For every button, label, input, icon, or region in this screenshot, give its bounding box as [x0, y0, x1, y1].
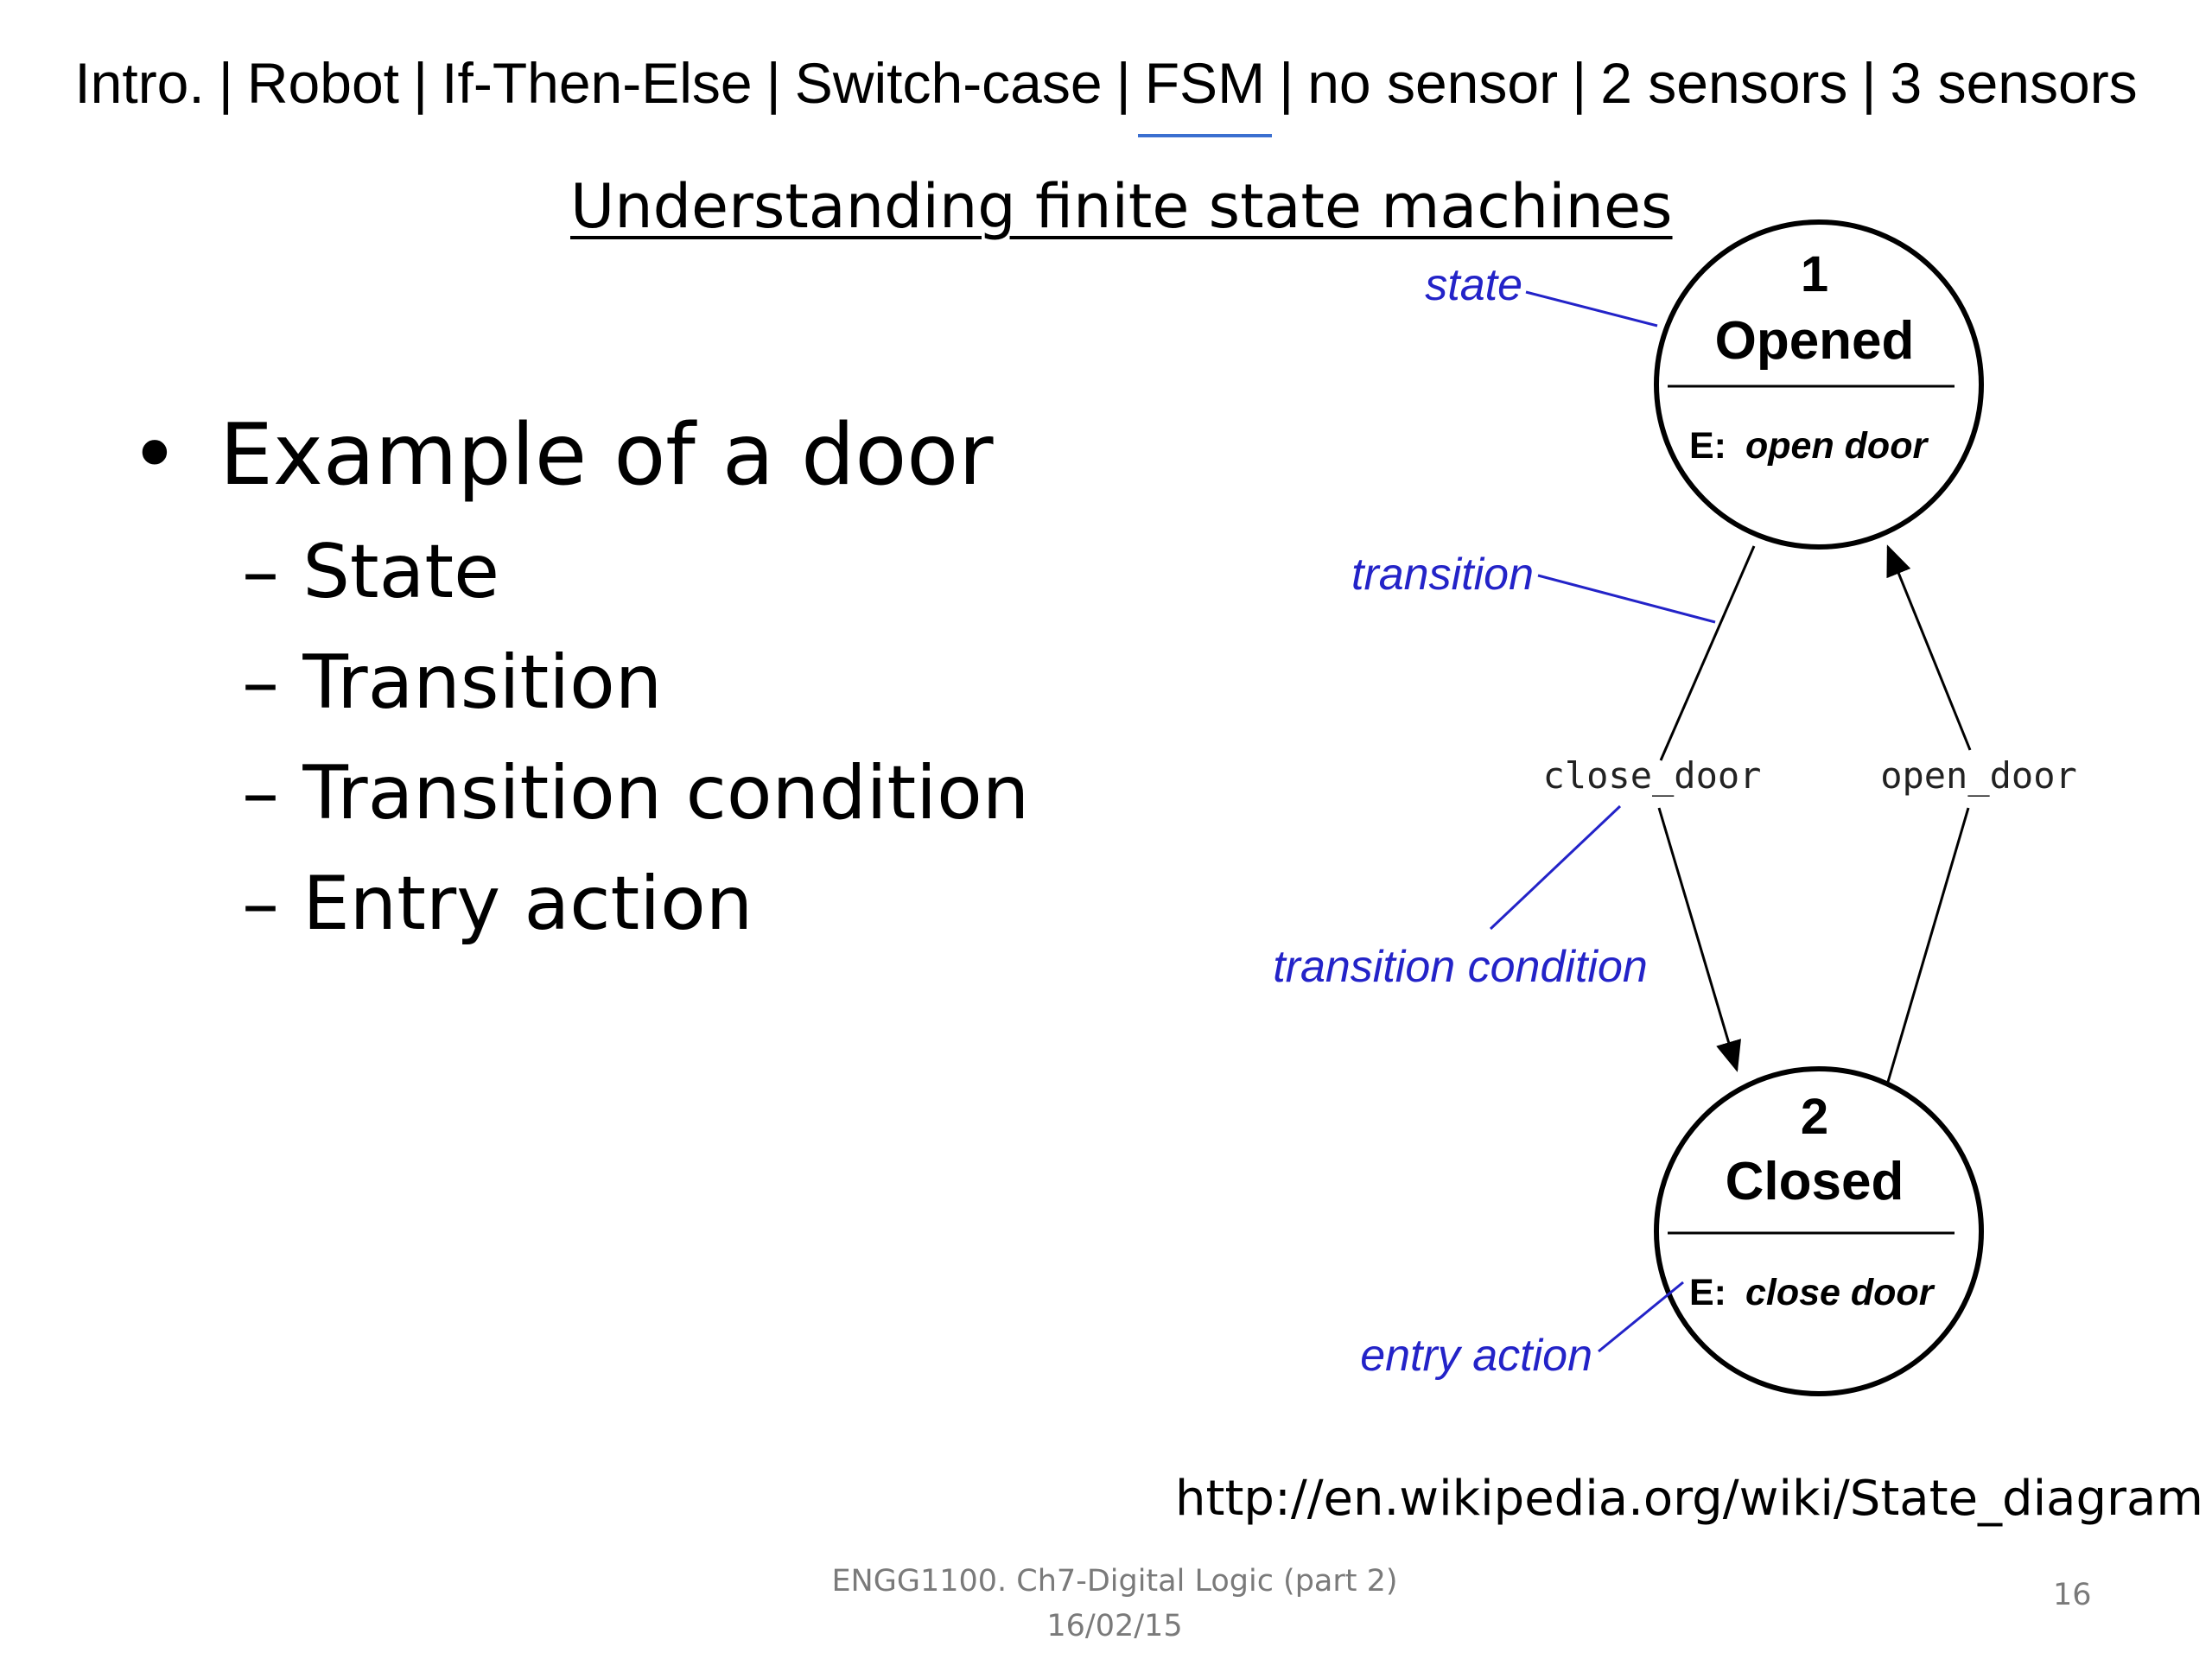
- sub-item-text: Transition: [302, 639, 663, 726]
- entry-action-text: open door: [1745, 425, 1929, 467]
- annotation-transition: transition: [1351, 550, 1716, 624]
- annotation-transition-condition: transition condition: [1273, 804, 1648, 992]
- transition-arrow: [1886, 544, 1972, 751]
- state-name: Opened: [1715, 311, 1915, 371]
- page-number: 16: [2053, 1578, 2092, 1612]
- slide-title: Understanding finite state machines: [570, 171, 1673, 242]
- nav-item-no-sensor[interactable]: no sensor: [1307, 51, 1559, 115]
- state-name: Closed: [1726, 1152, 1904, 1211]
- annotation-label: transition condition: [1273, 942, 1648, 992]
- state-number: 1: [1801, 246, 1828, 302]
- annotation-pointer: [1537, 574, 1716, 624]
- entry-prefix: E:: [1689, 1272, 1726, 1313]
- annotation-pointer: [1525, 290, 1658, 327]
- transition-condition-label: close_door: [1543, 754, 1762, 797]
- sub-item-entry-action: – Entry action: [242, 861, 753, 947]
- nav-separator: |: [1861, 51, 1877, 115]
- nav-item-robot[interactable]: Robot: [246, 51, 400, 115]
- sub-item-text: Entry action: [302, 861, 753, 947]
- entry-action-text: close door: [1745, 1272, 1936, 1313]
- entry-prefix: E:: [1689, 425, 1726, 467]
- nav-separator: |: [218, 51, 233, 115]
- footer: ENGG1100. Ch7-Digital Logic (part 2) 16/…: [0, 1559, 2212, 1649]
- nav-separator: |: [766, 51, 781, 115]
- transition-close-door: close_door: [1543, 545, 1762, 1072]
- sub-item-text: Transition condition: [302, 750, 1030, 836]
- annotation-pointer: [1598, 1281, 1684, 1353]
- sub-item-transition-condition: – Transition condition: [242, 750, 1030, 836]
- transition-open-door: open_door: [1880, 544, 2077, 1083]
- state-opened: 1 Opened E: open door: [1654, 219, 1984, 550]
- annotation-pointer: [1489, 804, 1622, 931]
- annotation-label: entry action: [1360, 1331, 1592, 1381]
- footer-date: 16/02/15: [1046, 1609, 1183, 1643]
- nav-item-2-sensors[interactable]: 2 sensors: [1600, 51, 1848, 115]
- annotation-entry-action: entry action: [1360, 1281, 1684, 1381]
- source-link[interactable]: http://en.wikipedia.org/wiki/State_diagr…: [1175, 1471, 2203, 1527]
- nav-separator: |: [1572, 51, 1587, 115]
- nav-separator: |: [413, 51, 429, 115]
- bullet-main-text: Example of a door: [219, 406, 994, 505]
- transition-line: [1886, 807, 1970, 1083]
- transition-line: [1659, 545, 1756, 761]
- transition-arrow: [1657, 807, 1741, 1072]
- bullet-main: • Example of a door: [130, 406, 1029, 505]
- transition-condition-label: open_door: [1880, 754, 2077, 797]
- nav-item-switch-case[interactable]: Switch-case: [794, 51, 1103, 115]
- nav-item-3-sensors[interactable]: 3 sensors: [1890, 51, 2138, 115]
- section-nav: Intro.|Robot|If-Then-Else|Switch-case|FS…: [0, 50, 2212, 116]
- sub-item-transition: – Transition: [242, 639, 663, 726]
- sub-item-state: – State: [242, 529, 499, 615]
- footer-course-title: ENGG1100. Ch7-Digital Logic (part 2): [831, 1564, 1398, 1599]
- annotation-label: transition: [1351, 550, 1534, 600]
- state-closed: 2 Closed E: close door: [1654, 1066, 1984, 1396]
- sub-item-text: State: [302, 529, 499, 615]
- annotation-state: state: [1425, 260, 1658, 327]
- nav-separator: |: [1279, 51, 1294, 115]
- state-circle: [1654, 1066, 1984, 1396]
- nav-item-intro[interactable]: Intro.: [74, 51, 205, 115]
- nav-separator: |: [1116, 51, 1131, 115]
- state-number: 2: [1801, 1089, 1828, 1145]
- state-circle: [1654, 219, 1984, 550]
- annotation-label: state: [1425, 260, 1522, 310]
- nav-item-fsm[interactable]: FSM: [1144, 51, 1266, 115]
- bullet-dot-icon: •: [130, 406, 180, 505]
- nav-item-if-then-else[interactable]: If-Then-Else: [442, 51, 753, 115]
- bullet-list: • Example of a door – State – Transition …: [130, 406, 1029, 947]
